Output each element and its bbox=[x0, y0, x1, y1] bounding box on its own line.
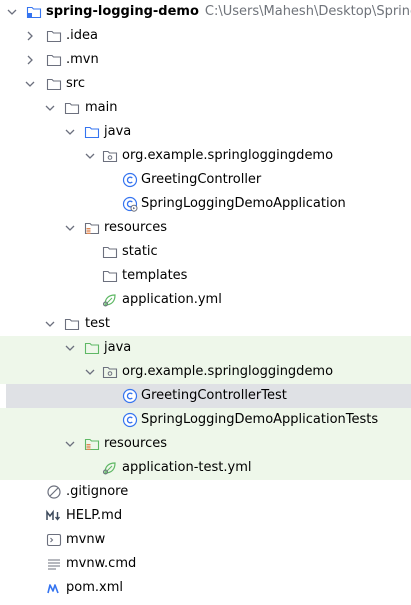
tree-row-main-java[interactable]: java bbox=[0, 120, 411, 144]
chevron-down-icon[interactable] bbox=[62, 340, 78, 356]
tree-label: GreetingControllerTest bbox=[141, 388, 287, 403]
tree-label: resources bbox=[104, 220, 168, 235]
resources-folder-icon bbox=[84, 220, 100, 236]
chevron-down-icon[interactable] bbox=[62, 124, 78, 140]
tree-row-src[interactable]: src bbox=[0, 72, 411, 96]
class-icon bbox=[122, 172, 138, 188]
package-icon bbox=[102, 148, 118, 164]
spring-config-icon bbox=[102, 292, 118, 308]
runnable-class-icon bbox=[122, 196, 138, 212]
tree-row-greeting-controller[interactable]: GreetingController bbox=[0, 168, 411, 192]
tree-label: .gitignore bbox=[66, 484, 129, 499]
chevron-down-icon[interactable] bbox=[22, 76, 38, 92]
folder-icon bbox=[102, 244, 118, 260]
chevron-down-icon[interactable] bbox=[42, 316, 58, 332]
folder-icon bbox=[46, 28, 62, 44]
tree-label: application-test.yml bbox=[122, 460, 252, 475]
tree-label: SpringLoggingDemoApplication bbox=[141, 196, 346, 211]
tree-label: application.yml bbox=[122, 292, 222, 307]
root-path: C:\Users\Mahesh\Desktop\Spring Pr bbox=[204, 4, 411, 19]
chevron-down-icon[interactable] bbox=[82, 364, 98, 380]
tree-label: test bbox=[85, 316, 110, 331]
tree-row-mvnw[interactable]: mvnw bbox=[0, 528, 411, 552]
tree-row-static[interactable]: static bbox=[0, 240, 411, 264]
tree-row-gitignore[interactable]: .gitignore bbox=[0, 480, 411, 504]
tree-label: src bbox=[66, 76, 85, 91]
chevron-down-icon[interactable] bbox=[42, 100, 58, 116]
source-folder-icon bbox=[84, 124, 100, 140]
tree-row-test-resources[interactable]: resources bbox=[0, 432, 411, 456]
tree-row-main[interactable]: main bbox=[0, 96, 411, 120]
chevron-down-icon[interactable] bbox=[4, 4, 20, 20]
tree-label: HELP.md bbox=[66, 508, 123, 523]
spring-config-icon bbox=[102, 460, 118, 476]
tree-row-mvnw-cmd[interactable]: mvnw.cmd bbox=[0, 552, 411, 576]
folder-icon bbox=[64, 316, 80, 332]
tree-row-main-package[interactable]: org.example.springloggingdemo bbox=[0, 144, 411, 168]
tree-row-app-tests[interactable]: SpringLoggingDemoApplicationTests bbox=[0, 408, 411, 432]
tree-row-application-yml[interactable]: application.yml bbox=[0, 288, 411, 312]
tree-row-mvn[interactable]: .mvn bbox=[0, 48, 411, 72]
tree-label: .mvn bbox=[66, 52, 99, 67]
test-folder-icon bbox=[84, 340, 100, 356]
tree-label: SpringLoggingDemoApplicationTests bbox=[141, 412, 379, 427]
folder-icon bbox=[46, 76, 62, 92]
tree-row-help-md[interactable]: HELP.md bbox=[0, 504, 411, 528]
chevron-right-icon[interactable] bbox=[22, 52, 38, 68]
text-file-icon bbox=[46, 556, 62, 572]
tree-label: .idea bbox=[66, 28, 98, 43]
terminal-icon bbox=[46, 532, 62, 548]
tree-row-main-resources[interactable]: resources bbox=[0, 216, 411, 240]
class-icon bbox=[122, 412, 138, 428]
markdown-icon bbox=[46, 508, 62, 524]
tree-label: pom.xml bbox=[66, 580, 123, 595]
tree-label: java bbox=[104, 340, 132, 355]
tree-row-application-test-yml[interactable]: application-test.yml bbox=[0, 456, 411, 480]
tree-label: java bbox=[104, 124, 132, 139]
tree-label: mvnw.cmd bbox=[66, 556, 137, 571]
tree-label: mvnw bbox=[66, 532, 106, 547]
tree-row-templates[interactable]: templates bbox=[0, 264, 411, 288]
tree-row-app-class[interactable]: SpringLoggingDemoApplication bbox=[0, 192, 411, 216]
tree-row-pom-xml[interactable]: pom.xml bbox=[0, 576, 411, 600]
tree-row-test-java[interactable]: java bbox=[0, 336, 411, 360]
tree-row-test-package[interactable]: org.example.springloggingdemo bbox=[0, 360, 411, 384]
class-icon bbox=[122, 388, 138, 404]
tree-label: static bbox=[122, 244, 158, 259]
chevron-right-icon[interactable] bbox=[22, 28, 38, 44]
chevron-down-icon[interactable] bbox=[62, 436, 78, 452]
package-icon bbox=[102, 364, 118, 380]
folder-icon bbox=[102, 268, 118, 284]
maven-icon bbox=[46, 580, 62, 596]
tree-row-idea[interactable]: .idea bbox=[0, 24, 411, 48]
tree-row-test[interactable]: test bbox=[0, 312, 411, 336]
folder-icon bbox=[46, 52, 62, 68]
chevron-down-icon[interactable] bbox=[62, 220, 78, 236]
tree-row-greeting-controller-test[interactable]: GreetingControllerTest bbox=[6, 384, 411, 408]
ignore-file-icon bbox=[46, 484, 62, 500]
module-folder-icon bbox=[26, 4, 42, 20]
tree-label: GreetingController bbox=[141, 172, 262, 187]
tree-label: org.example.springloggingdemo bbox=[122, 148, 334, 163]
tree-label: org.example.springloggingdemo bbox=[122, 364, 334, 379]
test-resources-folder-icon bbox=[84, 436, 100, 452]
chevron-down-icon[interactable] bbox=[82, 148, 98, 164]
tree-label: resources bbox=[104, 436, 168, 451]
folder-icon bbox=[64, 100, 80, 116]
tree-label: main bbox=[85, 100, 118, 115]
tree-label: templates bbox=[122, 268, 188, 283]
